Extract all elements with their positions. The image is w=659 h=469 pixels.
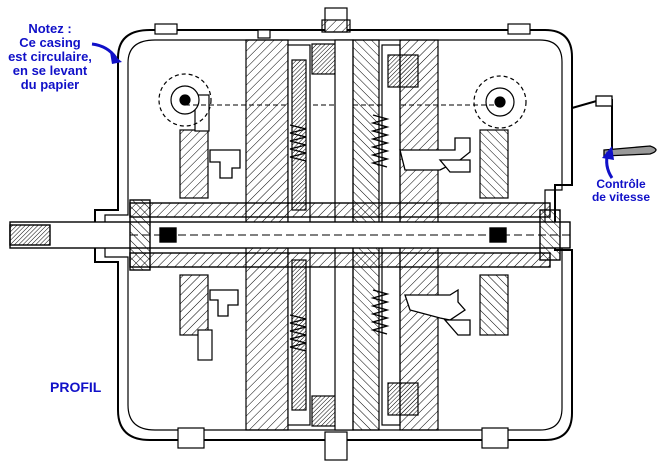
casing-note: Notez : Ce casing est circulaire, en se … <box>4 22 96 92</box>
speed-control-line: de vitesse <box>591 190 651 204</box>
casing-note-line: du papier <box>20 77 80 92</box>
casing-note-line: en se levant <box>12 63 88 78</box>
speed-arrowhead <box>602 146 614 160</box>
speed-control-handle <box>571 95 657 157</box>
springs <box>289 114 390 352</box>
speed-control-label: Contrôle de vitesse <box>584 178 658 204</box>
casing-arrowhead <box>110 52 122 64</box>
right-bearing-housings <box>473 75 527 336</box>
casing-note-line: Ce casing <box>19 35 81 50</box>
speed-control-line: Contrôle <box>596 177 646 191</box>
main-shaft <box>9 199 571 271</box>
outer-casing <box>94 29 573 441</box>
view-label: PROFIL <box>50 379 102 395</box>
casing-note-line: est circulaire, <box>8 49 92 64</box>
levers <box>209 137 471 336</box>
casing-note-line: Notez : <box>28 21 72 36</box>
casing-lugs <box>154 7 531 461</box>
left-bearing-housings <box>158 73 213 361</box>
